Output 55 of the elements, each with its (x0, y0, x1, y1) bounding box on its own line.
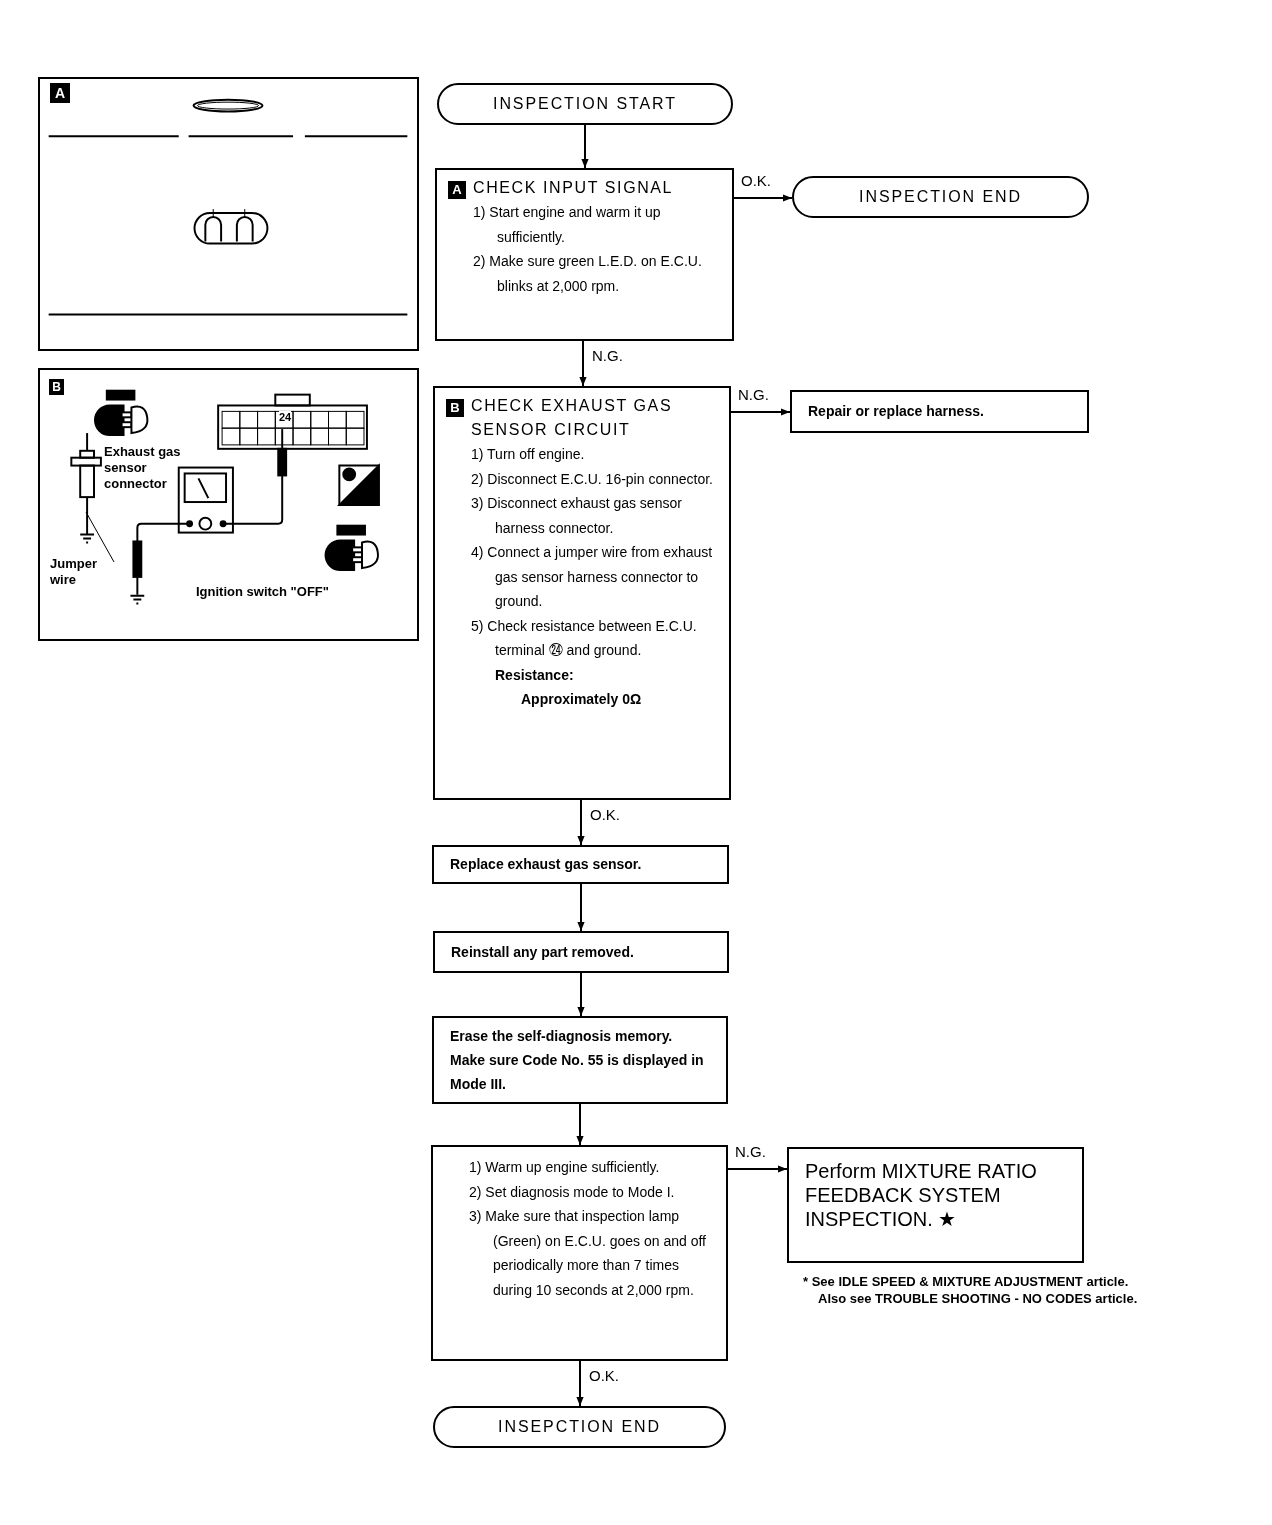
footnote: * See IDLE SPEED & MIXTURE ADJUSTMENT article. (803, 1274, 1129, 1290)
section-badge: B (49, 379, 64, 395)
step-text: 3) Make sure that inspection lamp (Green) on E.C.U. goes on and off periodically more than 7 times during 10 seconds at 2,000 rpm. (469, 1207, 707, 1300)
arrow (577, 972, 585, 1017)
section-badge: A (448, 181, 466, 199)
footnote: Also see TROUBLE SHOOTING - NO CODES article. (818, 1291, 1138, 1307)
step-heading: CHECK EXHAUST GAS SENSOR CIRCUIT (471, 396, 674, 440)
arrow (581, 124, 589, 169)
process-box (435, 168, 734, 341)
process-text: Reinstall any part removed. (451, 942, 634, 962)
step-text: 1) Start engine and warm it up sufficiently. (473, 203, 662, 247)
arrow (727, 1165, 788, 1173)
step-text: 5) Check resistance between E.C.U. terminal ㉔ and ground. (471, 616, 698, 660)
spec-text: Approximately 0Ω (520, 689, 643, 709)
step-text: 1) Turn off engine. (471, 445, 586, 464)
arrow (577, 883, 585, 932)
process-text: Repair or replace harness. (808, 402, 984, 421)
process-box (431, 1145, 728, 1361)
step-text: 2) Disconnect E.C.U. 16-pin connector. (471, 469, 714, 489)
terminator (792, 176, 1089, 218)
step-heading: CHECK INPUT SIGNAL (473, 178, 675, 198)
process-box (432, 845, 729, 884)
terminator-text: INSPECTION START (493, 94, 677, 114)
step-text: 3) Disconnect exhaust gas sensor harness connector. (471, 494, 683, 538)
step-text: 1) Warm up engine sufficiently. (469, 1158, 661, 1177)
step-text: 4) Connect a jumper wire from exhaust gas sensor harness connector to ground. (471, 543, 714, 611)
arrow (579, 340, 587, 387)
callout-text: Jumper wire (50, 556, 98, 588)
callout-text: Ignition switch "OFF" (196, 584, 329, 600)
terminator (433, 1406, 726, 1448)
step-text: 2) Make sure green L.E.D. on E.C.U. blinks at 2,000 rpm. (473, 252, 703, 296)
illustration-panel (38, 368, 419, 641)
callout-text: Exhaust gas sensor connector (104, 444, 182, 492)
process-box (433, 931, 729, 973)
spec-text: Resistance: (494, 665, 575, 685)
arrow (576, 1103, 584, 1146)
terminator (437, 83, 733, 125)
section-badge: A (50, 83, 70, 103)
terminator-text: INSPECTION END (859, 187, 1022, 207)
process-text: Perform MIXTURE RATIO FEEDBACK SYSTEM INSPECTION. ★ (805, 1159, 1038, 1231)
process-text: Erase the self-diagnosis memory. Make sure Code No. 55 is displayed in Mode III. (450, 1027, 705, 1094)
terminal-number: 24 (279, 411, 292, 423)
arrow (576, 1360, 584, 1407)
illustration-panel (38, 77, 419, 351)
process-box (432, 1016, 728, 1104)
process-text: Replace exhaust gas sensor. (450, 855, 642, 874)
arrow (577, 799, 585, 846)
arrow (733, 194, 793, 202)
terminator-text: INSEPCTION END (498, 1417, 661, 1437)
process-box (433, 386, 731, 800)
arrow (730, 408, 791, 416)
step-text: 2) Set diagnosis mode to Mode I. (469, 1182, 676, 1202)
process-box (790, 390, 1089, 433)
process-box (787, 1147, 1084, 1263)
section-badge: B (446, 399, 464, 417)
